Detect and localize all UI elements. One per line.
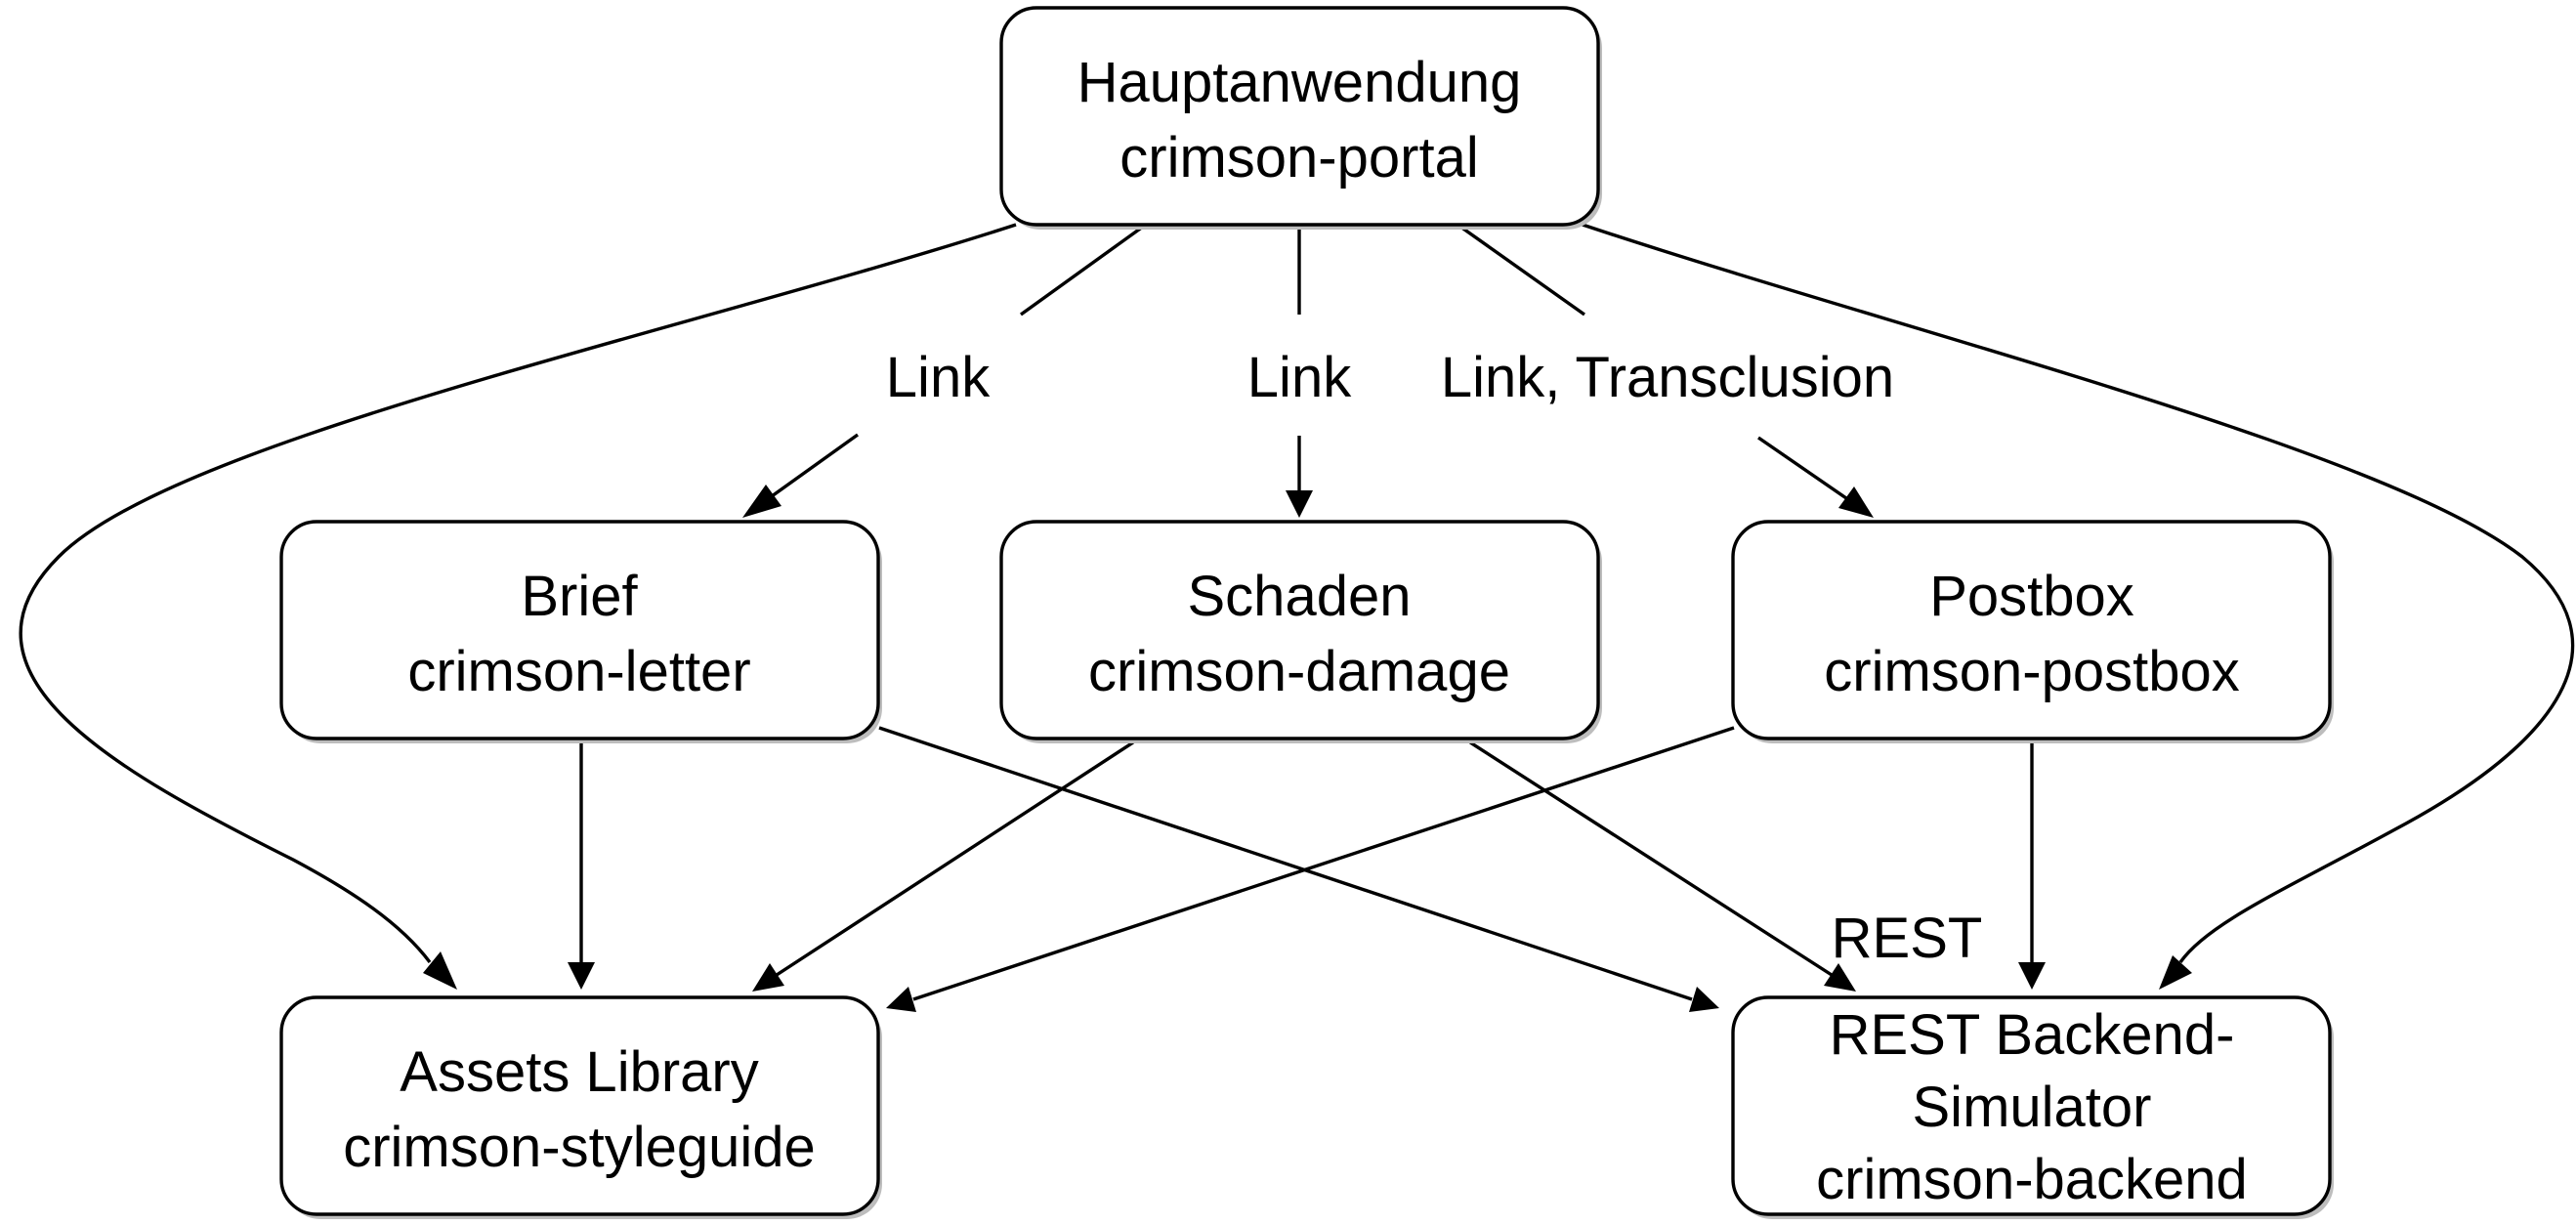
arrowhead-postbox-styleguide xyxy=(886,987,916,1012)
arrowhead-letter-backend xyxy=(1689,987,1719,1012)
node-letter-package: crimson-letter xyxy=(407,640,750,703)
node-damage: Schaden crimson-damage xyxy=(999,520,1602,743)
node-backend-package: crimson-backend xyxy=(1816,1148,2248,1211)
node-portal: Hauptanwendung crimson-portal xyxy=(999,6,1602,230)
edge-portal-letter-upper xyxy=(1020,225,1144,317)
node-postbox-package: crimson-postbox xyxy=(1824,640,2239,703)
edge-label-portal-postbox: Link, Transclusion xyxy=(1441,346,1894,409)
edge-letter-backend xyxy=(878,726,1693,1001)
arrowhead-portal-styleguide xyxy=(423,951,457,990)
edge-portal-styleguide xyxy=(19,223,1017,964)
edge-portal-postbox-lower xyxy=(1757,436,1847,500)
node-postbox-title: Postbox xyxy=(1929,565,2134,628)
arrowhead-postbox-backend xyxy=(2018,962,2046,990)
arrowhead-portal-letter xyxy=(742,485,781,518)
edge-damage-styleguide xyxy=(776,740,1134,977)
arrowhead-portal-postbox xyxy=(1838,486,1874,518)
node-damage-title: Schaden xyxy=(1188,565,1412,628)
arrowhead-portal-backend xyxy=(2159,955,2192,990)
node-styleguide: Assets Library crimson-styleguide xyxy=(279,995,882,1219)
edge-damage-backend xyxy=(1469,740,1833,977)
node-styleguide-title: Assets Library xyxy=(400,1040,758,1104)
node-letter: Brief crimson-letter xyxy=(279,520,882,743)
node-portal-title: Hauptanwendung xyxy=(1077,51,1522,114)
node-backend: REST Backend- Simulator crimson-backend xyxy=(1731,995,2334,1219)
node-letter-title: Brief xyxy=(521,565,638,628)
node-backend-subtitle: Simulator xyxy=(1913,1076,2152,1139)
edge-portal-letter-lower xyxy=(771,433,859,498)
edge-postbox-styleguide xyxy=(912,726,1735,1001)
edge-label-portal-damage: Link xyxy=(1247,346,1352,409)
node-styleguide-package: crimson-styleguide xyxy=(343,1116,816,1179)
node-portal-package: crimson-portal xyxy=(1119,126,1478,190)
arrowhead-portal-damage xyxy=(1286,490,1313,518)
node-postbox: Postbox crimson-postbox xyxy=(1731,520,2334,743)
edge-label-portal-letter: Link xyxy=(886,346,991,409)
edge-labels: Link Link Link, Transclusion REST xyxy=(886,346,1983,970)
arrowhead-letter-styleguide xyxy=(568,962,595,990)
arrowhead-damage-backend xyxy=(1824,963,1856,992)
node-backend-title: REST Backend- xyxy=(1830,1003,2235,1067)
edge-label-rest: REST xyxy=(1832,907,1983,970)
arrowhead-damage-styleguide xyxy=(752,963,784,992)
edge-portal-backend xyxy=(1582,223,2575,963)
edge-portal-postbox-upper xyxy=(1459,225,1585,317)
edges xyxy=(19,223,2575,1012)
node-damage-package: crimson-damage xyxy=(1088,640,1510,703)
